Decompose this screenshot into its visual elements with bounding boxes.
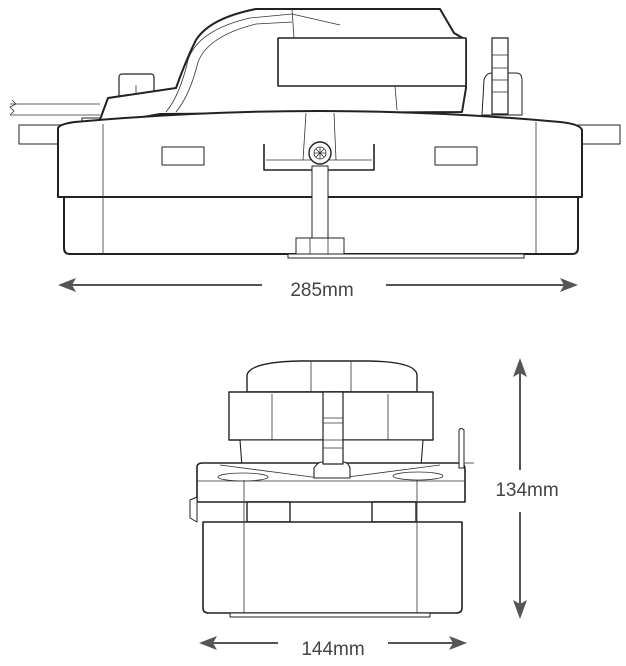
front-width-label: 144mm — [301, 639, 365, 660]
front-latch-right — [371, 501, 417, 523]
right-latch-tab — [434, 146, 478, 166]
motor-cap — [246, 360, 418, 393]
side-bracket — [458, 428, 465, 469]
side-view-drawing — [9, 8, 621, 259]
height-dimension-arrow-134 — [513, 358, 527, 619]
front-view-drawing — [189, 360, 474, 618]
right-pipe — [577, 124, 621, 145]
width-dimension-arrow-144 — [199, 636, 467, 650]
front-latch-left — [246, 501, 291, 523]
left-pipe — [18, 124, 62, 145]
outlet-nozzle — [313, 391, 351, 479]
side-width-label: 285mm — [290, 280, 354, 301]
foot — [295, 237, 345, 255]
front-height-label: 134mm — [495, 480, 559, 501]
width-dimension-arrow-285 — [58, 278, 578, 292]
outlet-fitting — [481, 37, 523, 116]
front-body — [202, 521, 463, 614]
motor-cover — [277, 37, 467, 87]
left-latch-tab — [161, 146, 205, 166]
